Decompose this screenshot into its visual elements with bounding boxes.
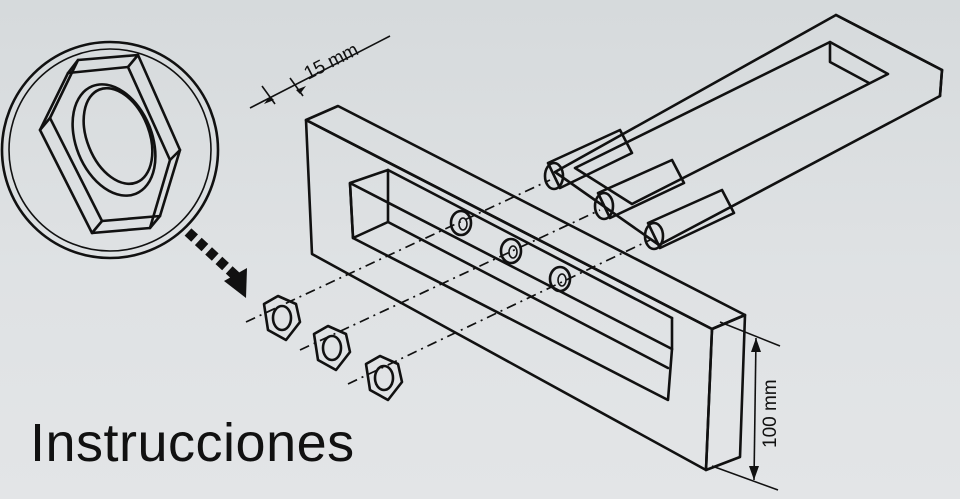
nut-detail-icon [38,53,182,235]
bolt-2 [593,158,686,221]
hole-1 [449,209,473,237]
caption-title: Instrucciones [30,413,355,473]
dimension-height-label: 100 mm [760,379,781,448]
dimension-thickness-label: 15 mm [301,39,362,84]
hole-2 [499,237,523,265]
bolt-1 [543,128,634,191]
dimension-height: 100 mm [711,321,781,491]
bolt-threads [543,128,736,251]
dashed-arrow-icon [184,228,247,298]
front-frame [304,104,747,472]
bolt-3 [643,188,736,251]
nut-1-icon [262,294,302,342]
nut-3-icon [364,354,404,402]
dimension-thickness: 15 mm [249,35,391,109]
nut-2-icon [312,324,352,372]
assembly-axes [245,179,651,385]
nuts [262,294,404,402]
u-bolt-frame [553,13,944,247]
magnifier-detail-icon [0,40,220,260]
